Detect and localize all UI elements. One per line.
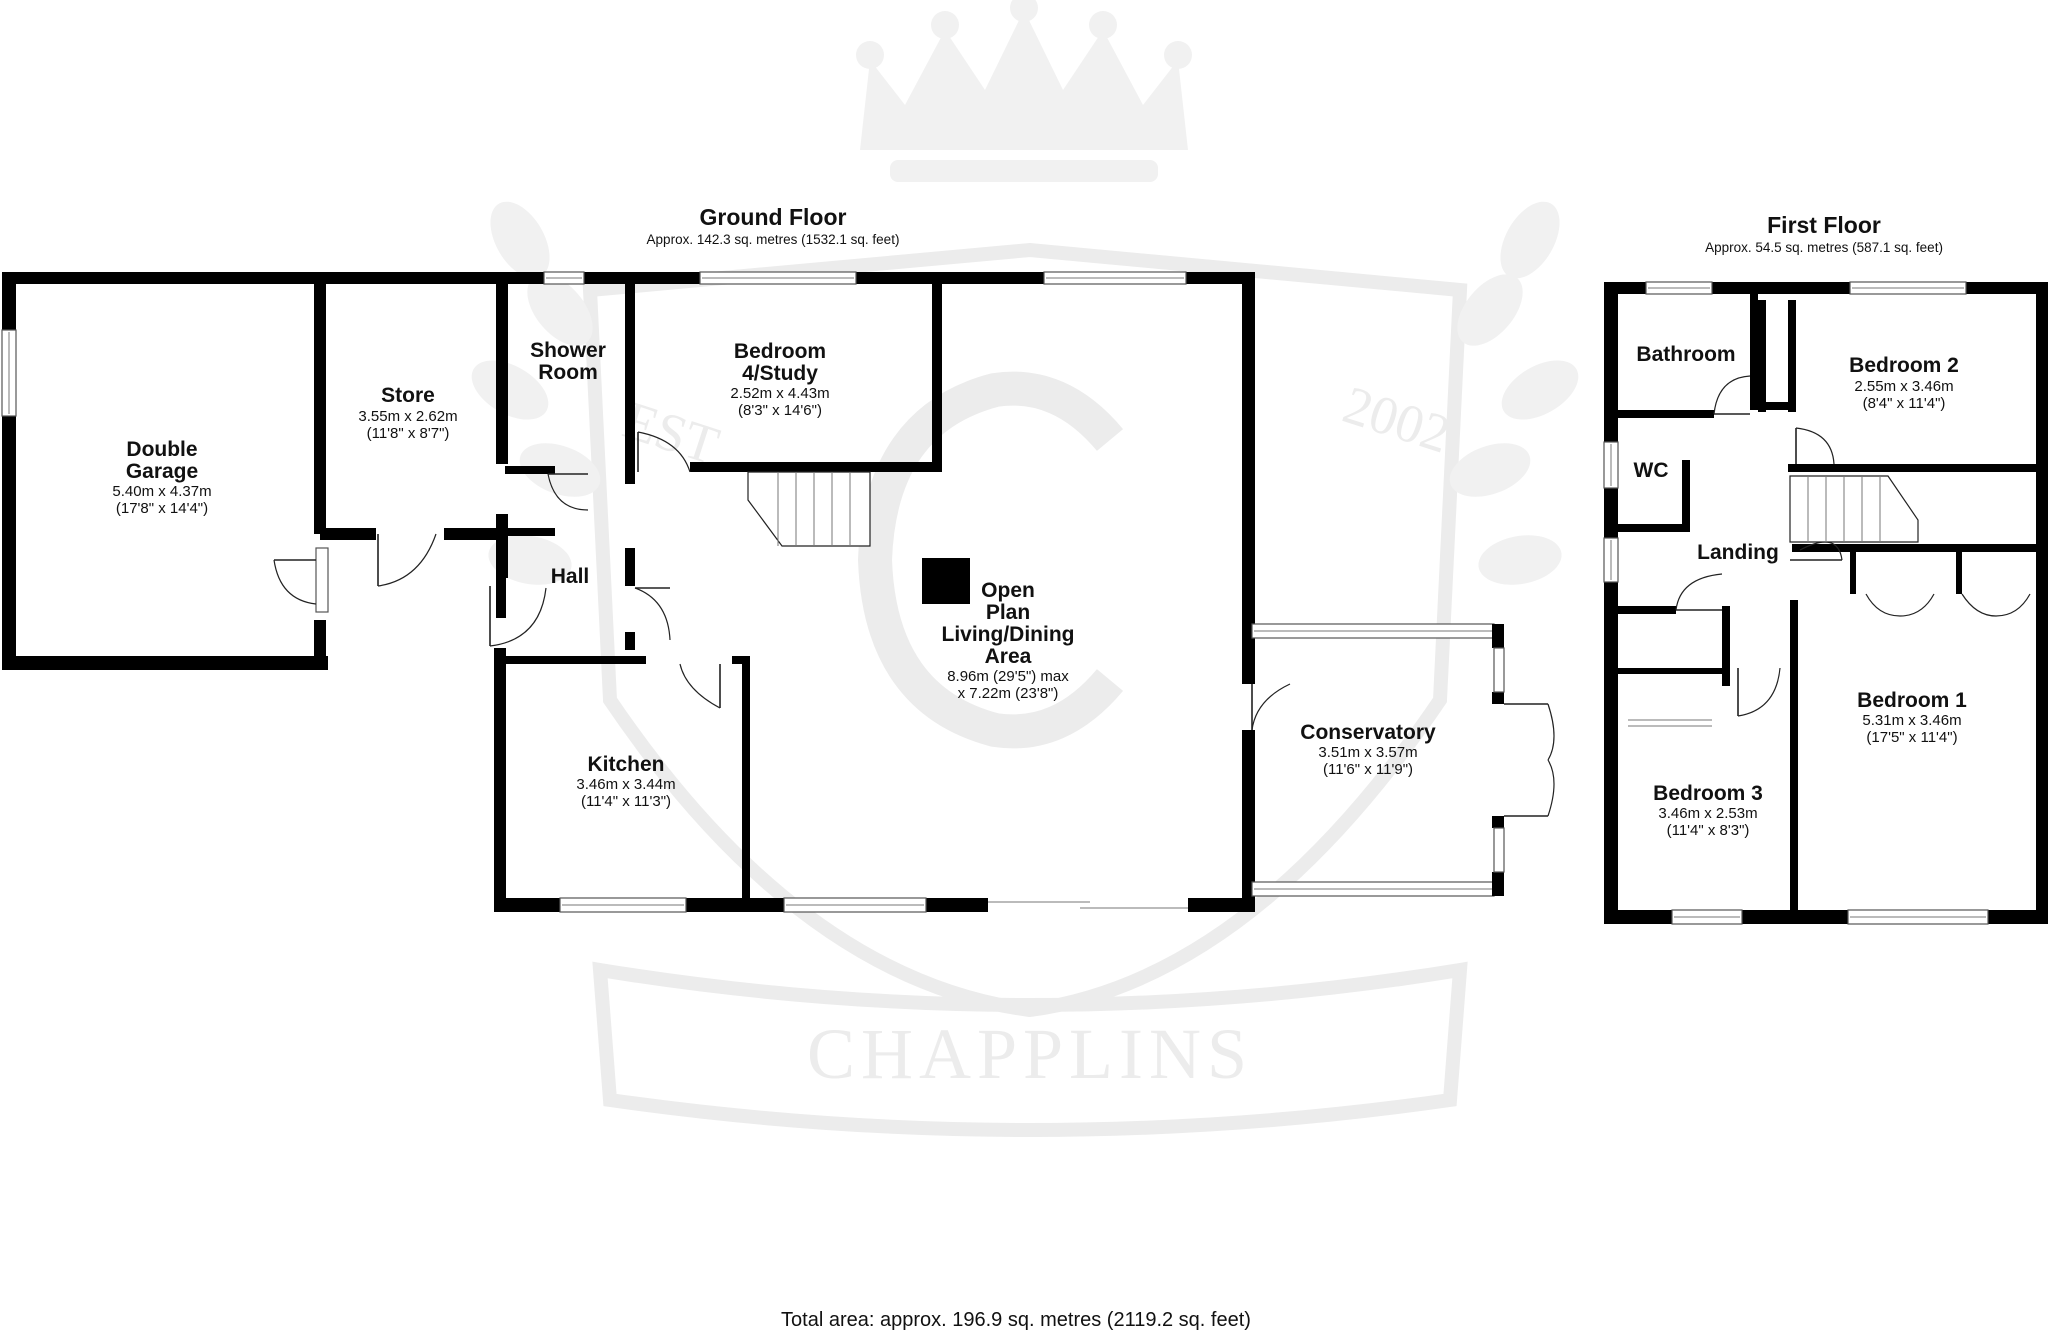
landing-name: Landing xyxy=(1697,541,1779,564)
room-label-store: Store 3.55m x 2.62m (11'8" x 8'7") xyxy=(358,384,457,442)
laurel-left-icon xyxy=(471,201,601,585)
living-name-4: Area xyxy=(985,645,1032,668)
ground-floor-header: Ground Floor Approx. 142.3 sq. metres (1… xyxy=(647,204,900,247)
conservatory-dim-2: (11'6" x 11'9") xyxy=(1323,761,1413,778)
first-floor-title: First Floor xyxy=(1767,212,1881,238)
bedroom1-name: Bedroom 1 xyxy=(1857,689,1967,712)
store-dim-1: 3.55m x 2.62m xyxy=(358,408,457,425)
garage-name-1: Double xyxy=(126,438,197,461)
living-name-1: Open xyxy=(981,579,1035,602)
room-label-conservatory: Conservatory 3.51m x 3.57m (11'6" x 11'9… xyxy=(1300,721,1436,778)
garage-name-2: Garage xyxy=(126,460,198,483)
ground-stairs-icon xyxy=(747,471,970,604)
room-label-kitchen: Kitchen 3.46m x 3.44m (11'4" x 11'3") xyxy=(576,753,675,810)
crown-icon xyxy=(856,0,1192,182)
kitchen-dim-2: (11'4" x 11'3") xyxy=(581,793,671,810)
garage-dim-2: (17'8" x 14'4") xyxy=(116,500,208,517)
watermark-emblem: CHAPPLINS EST 2002 xyxy=(471,0,1579,1137)
kitchen-dim-1: 3.46m x 3.44m xyxy=(576,776,675,793)
living-name-3: Living/Dining xyxy=(942,623,1075,646)
watermark-brand: CHAPPLINS xyxy=(807,1014,1253,1094)
ground-floor-area: Approx. 142.3 sq. metres (1532.1 sq. fee… xyxy=(647,232,900,247)
ribbon-banner xyxy=(592,961,1468,1137)
watermark-year: 2002 xyxy=(1336,374,1457,464)
room-label-shower: Shower Room xyxy=(530,339,606,384)
ground-floor-windows xyxy=(1,271,1188,913)
room-label-bedroom4: Bedroom 4/Study 2.52m x 4.43m (8'3" x 14… xyxy=(730,340,829,419)
laurel-right-icon xyxy=(1449,201,1579,585)
bedroom2-name: Bedroom 2 xyxy=(1849,354,1959,377)
bedroom1-dim-1: 5.31m x 3.46m xyxy=(1862,712,1961,729)
bedroom4-dim-2: (8'3" x 14'6") xyxy=(738,402,822,419)
room-label-bathroom: Bathroom xyxy=(1636,343,1735,366)
living-dim-2: x 7.22m (23'8") xyxy=(958,685,1059,702)
room-label-garage: Double Garage 5.40m x 4.37m (17'8" x 14'… xyxy=(112,438,211,517)
conservatory-frame xyxy=(1251,623,1555,897)
living-dim-1: 8.96m (29'5") max xyxy=(947,668,1069,685)
ground-floor-title: Ground Floor xyxy=(700,204,847,230)
bedroom4-dim-1: 2.52m x 4.43m xyxy=(730,385,829,402)
bathroom-name: Bathroom xyxy=(1636,343,1735,366)
first-floor-header: First Floor Approx. 54.5 sq. metres (587… xyxy=(1705,212,1943,255)
garage-dim-1: 5.40m x 4.37m xyxy=(112,483,211,500)
room-label-wc: WC xyxy=(1634,459,1669,482)
shower-name-1: Shower xyxy=(530,339,606,362)
bedroom4-name-1: Bedroom xyxy=(734,340,826,363)
room-label-living: Open Plan Living/Dining Area 8.96m (29'5… xyxy=(942,579,1075,702)
bedroom1-dim-2: (17'5" x 11'4") xyxy=(1866,729,1957,746)
room-label-landing: Landing xyxy=(1697,541,1779,564)
bedroom2-dim-1: 2.55m x 3.46m xyxy=(1854,378,1953,395)
room-label-bedroom1: Bedroom 1 5.31m x 3.46m (17'5" x 11'4") xyxy=(1857,689,1967,746)
living-name-2: Plan xyxy=(986,601,1030,624)
bedroom3-dim-2: (11'4" x 8'3") xyxy=(1667,822,1750,839)
kitchen-name: Kitchen xyxy=(587,753,664,776)
first-floor-windows xyxy=(1603,281,1989,925)
bedroom2-dim-2: (8'4" x 11'4") xyxy=(1863,395,1946,412)
letter-c xyxy=(857,371,1124,749)
ground-floor-walls xyxy=(2,272,1255,912)
conservatory-name: Conservatory xyxy=(1300,721,1436,744)
first-stairs-icon xyxy=(1789,475,1919,543)
room-label-bedroom3: Bedroom 3 3.46m x 2.53m (11'4" x 8'3") xyxy=(1653,782,1763,839)
shower-name-2: Room xyxy=(538,361,598,384)
conservatory-dim-1: 3.51m x 3.57m xyxy=(1318,744,1417,761)
ground-floor-doors xyxy=(273,431,1291,731)
store-name: Store xyxy=(381,384,435,407)
hall-name: Hall xyxy=(551,565,590,588)
wc-name: WC xyxy=(1634,459,1669,482)
room-label-bedroom2: Bedroom 2 2.55m x 3.46m (8'4" x 11'4") xyxy=(1849,354,1959,412)
bedroom3-dim-1: 3.46m x 2.53m xyxy=(1658,805,1757,822)
total-area: Total area: approx. 196.9 sq. metres (21… xyxy=(781,1309,1251,1331)
bedroom3-name: Bedroom 3 xyxy=(1653,782,1763,805)
bedroom4-name-2: 4/Study xyxy=(742,362,818,385)
store-dim-2: (11'8" x 8'7") xyxy=(367,425,450,442)
first-floor-area: Approx. 54.5 sq. metres (587.1 sq. feet) xyxy=(1705,240,1943,255)
room-label-hall: Hall xyxy=(551,565,590,588)
